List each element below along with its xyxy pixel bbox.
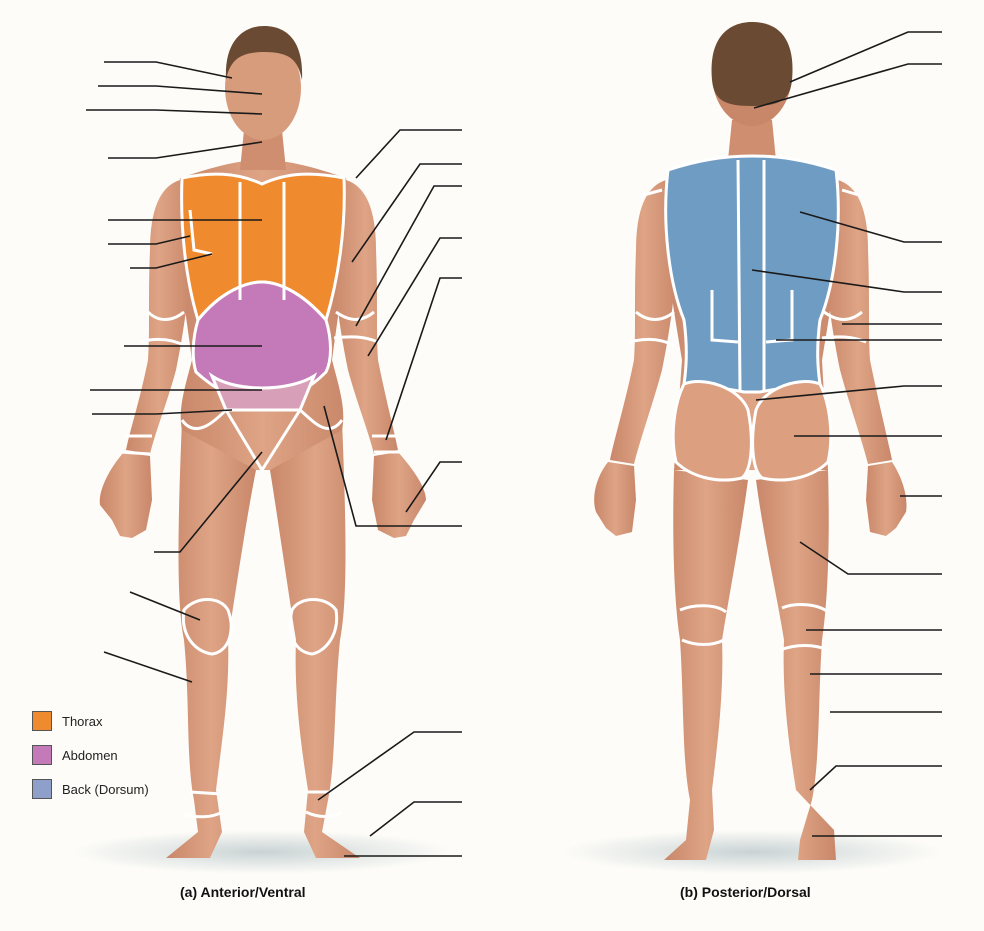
- legend-abdomen: Abdomen: [32, 744, 118, 766]
- leader-line: [370, 802, 462, 836]
- legend-swatch-abdomen: [32, 745, 52, 765]
- legend-thorax: Thorax: [32, 710, 102, 732]
- leader-line: [318, 732, 462, 800]
- leader-line: [356, 130, 462, 178]
- anterior-floor-shadow: [72, 830, 452, 874]
- legend-label-back: Back (Dorsum): [62, 782, 149, 797]
- leader-line: [386, 278, 462, 440]
- legend-swatch-thorax: [32, 711, 52, 731]
- posterior-left-hand: [594, 462, 636, 536]
- anterior-left-hand: [100, 452, 152, 538]
- legend-label-thorax: Thorax: [62, 714, 102, 729]
- posterior-hair: [712, 22, 793, 106]
- caption-posterior: (b) Posterior/Dorsal: [680, 884, 811, 900]
- legend-swatch-back: [32, 779, 52, 799]
- posterior-figure: [594, 22, 906, 860]
- posterior-back-region: [666, 156, 839, 392]
- posterior-right-leg: [756, 470, 836, 860]
- caption-anterior: (a) Anterior/Ventral: [180, 884, 306, 900]
- legend-label-abdomen: Abdomen: [62, 748, 118, 763]
- leader-line: [810, 766, 942, 790]
- leader-line: [104, 62, 232, 78]
- posterior-right-hand: [866, 462, 906, 536]
- leader-line: [104, 652, 192, 682]
- leader-line: [108, 142, 262, 158]
- anterior-figure: [100, 26, 426, 858]
- leader-line: [368, 238, 462, 356]
- leader-line: [790, 32, 942, 82]
- posterior-left-leg: [664, 470, 748, 860]
- legend-back: Back (Dorsum): [32, 778, 149, 800]
